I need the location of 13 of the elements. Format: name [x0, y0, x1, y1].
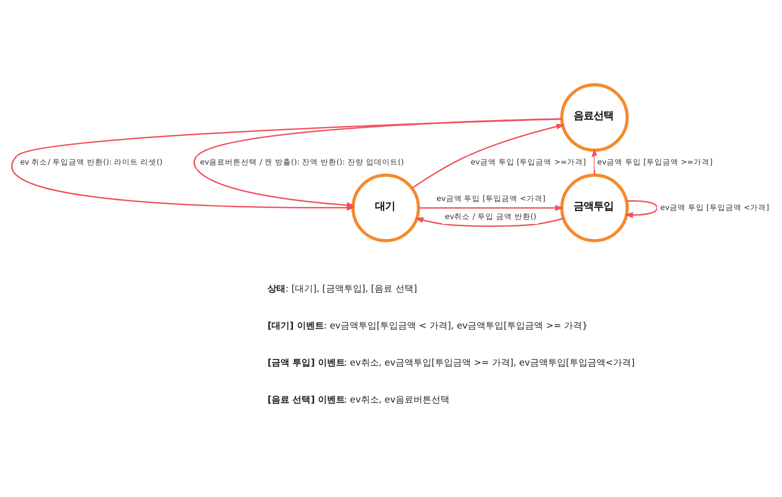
arrow	[592, 148, 598, 175]
label: 상태: [대기], [금액투입], [음료 선택]	[267, 284, 417, 294]
node-circle: 금액투입	[560, 173, 629, 242]
node-circle: 음료선택	[560, 82, 629, 152]
arrow	[624, 200, 658, 218]
arrow	[414, 216, 564, 226]
arrow	[412, 123, 565, 188]
label: [금액 투입] 이벤트: ev취소, ev금액투입[투입금액 >= 가격], ev금액투입[투입금액<가격]	[267, 358, 635, 368]
arrow	[418, 204, 564, 210]
label: [대기] 이벤트: ev금액투입[투입금액 < 가격], ev금액투입[투입금액 >= 가격}	[267, 321, 588, 332]
node-circle: 대기	[352, 173, 420, 242]
label: [음료 선택] 이벤트: ev취소, ev음료버튼선택	[267, 394, 450, 405]
arrow	[194, 118, 562, 208]
